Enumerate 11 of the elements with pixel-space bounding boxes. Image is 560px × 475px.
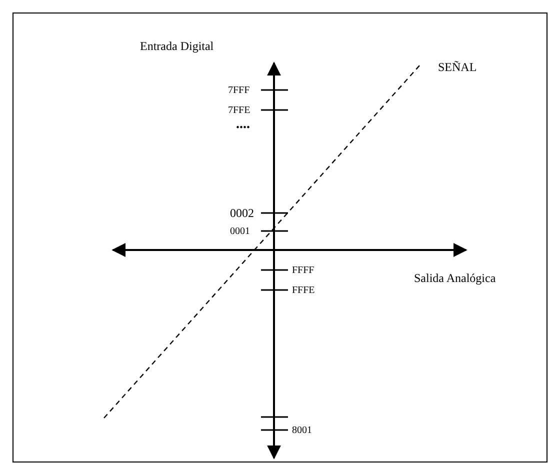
tick-label: 7FFF [228,86,250,96]
axis-title: Salida Analógica [414,272,496,284]
tick-label: FFFF [292,266,314,276]
tick-label: 7FFE [228,106,250,116]
tick-label: 8001 [292,426,312,436]
line-label: SEÑAL [438,61,477,73]
tick-label: 0002 [230,207,254,219]
tick-label: FFFE [292,286,315,296]
tick-label: 0001 [230,227,250,237]
axis-title: Entrada Digital [140,40,214,52]
ellipsis: .... [236,118,250,132]
